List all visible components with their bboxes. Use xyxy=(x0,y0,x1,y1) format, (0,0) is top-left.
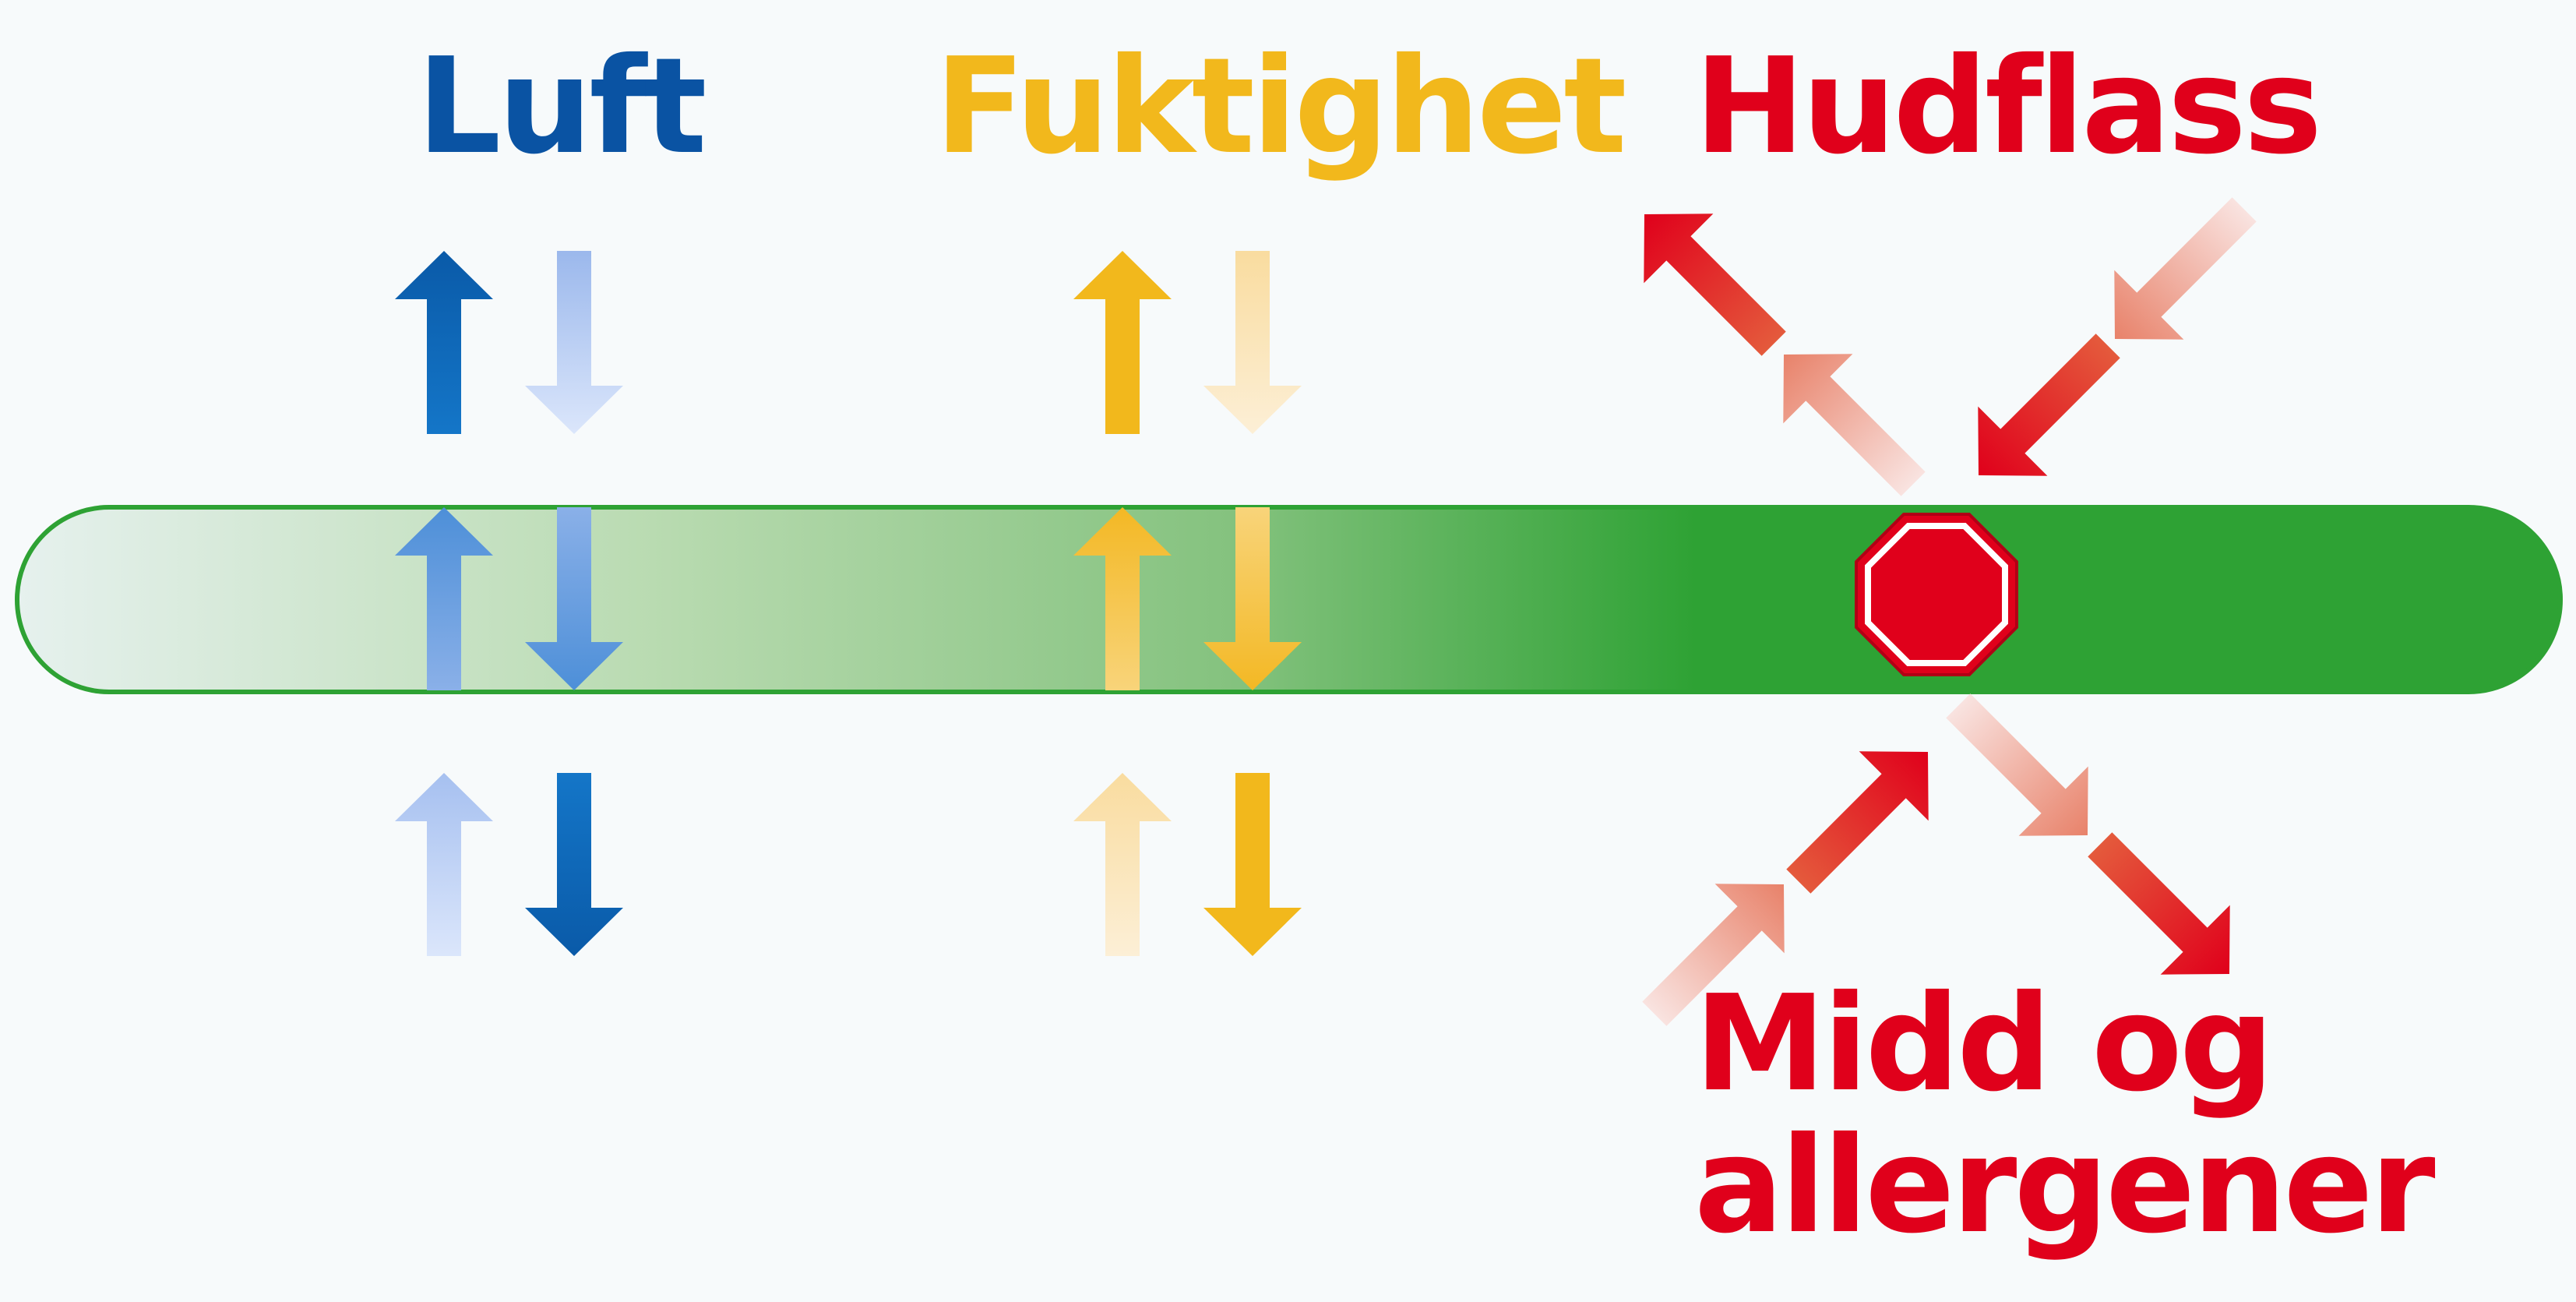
fukt-arrow-up-top xyxy=(1073,251,1172,434)
midd-arrow-in-upright-solid xyxy=(1764,717,1963,916)
midd-line-1: Midd og xyxy=(1694,967,2275,1121)
fukt-arrow-down-bottom xyxy=(1203,773,1302,956)
hud-arrow-in-faded xyxy=(2080,175,2279,374)
title-fuktighet: Fuktighet xyxy=(935,30,1627,184)
hud-arrow-out-upleft xyxy=(1609,179,1809,379)
fukt-arrow-up-bottom xyxy=(1073,773,1172,956)
octagon-stop-icon xyxy=(1855,513,2018,676)
luft-arrow-up-top xyxy=(395,251,493,434)
green-bar xyxy=(15,505,2563,694)
luft-arrow-down-top xyxy=(525,251,623,434)
luft-arrow-down-bottom xyxy=(525,773,623,956)
hud-arrow-in-solid xyxy=(1943,311,2143,510)
luft-arrow-up-bottom xyxy=(395,773,493,956)
midd-arrow-in-upright-faded xyxy=(1619,849,1819,1049)
title-luft: Luft xyxy=(417,30,707,184)
fukt-arrow-down-top xyxy=(1203,251,1302,434)
midd-arrow-out-downright-faded xyxy=(1923,671,2123,870)
midd-arrow-out-downright-solid xyxy=(2065,810,2264,1009)
hud-arrow-out-upleft-faded xyxy=(1749,319,1948,519)
title-hudflass: Hudflass xyxy=(1694,30,2322,184)
